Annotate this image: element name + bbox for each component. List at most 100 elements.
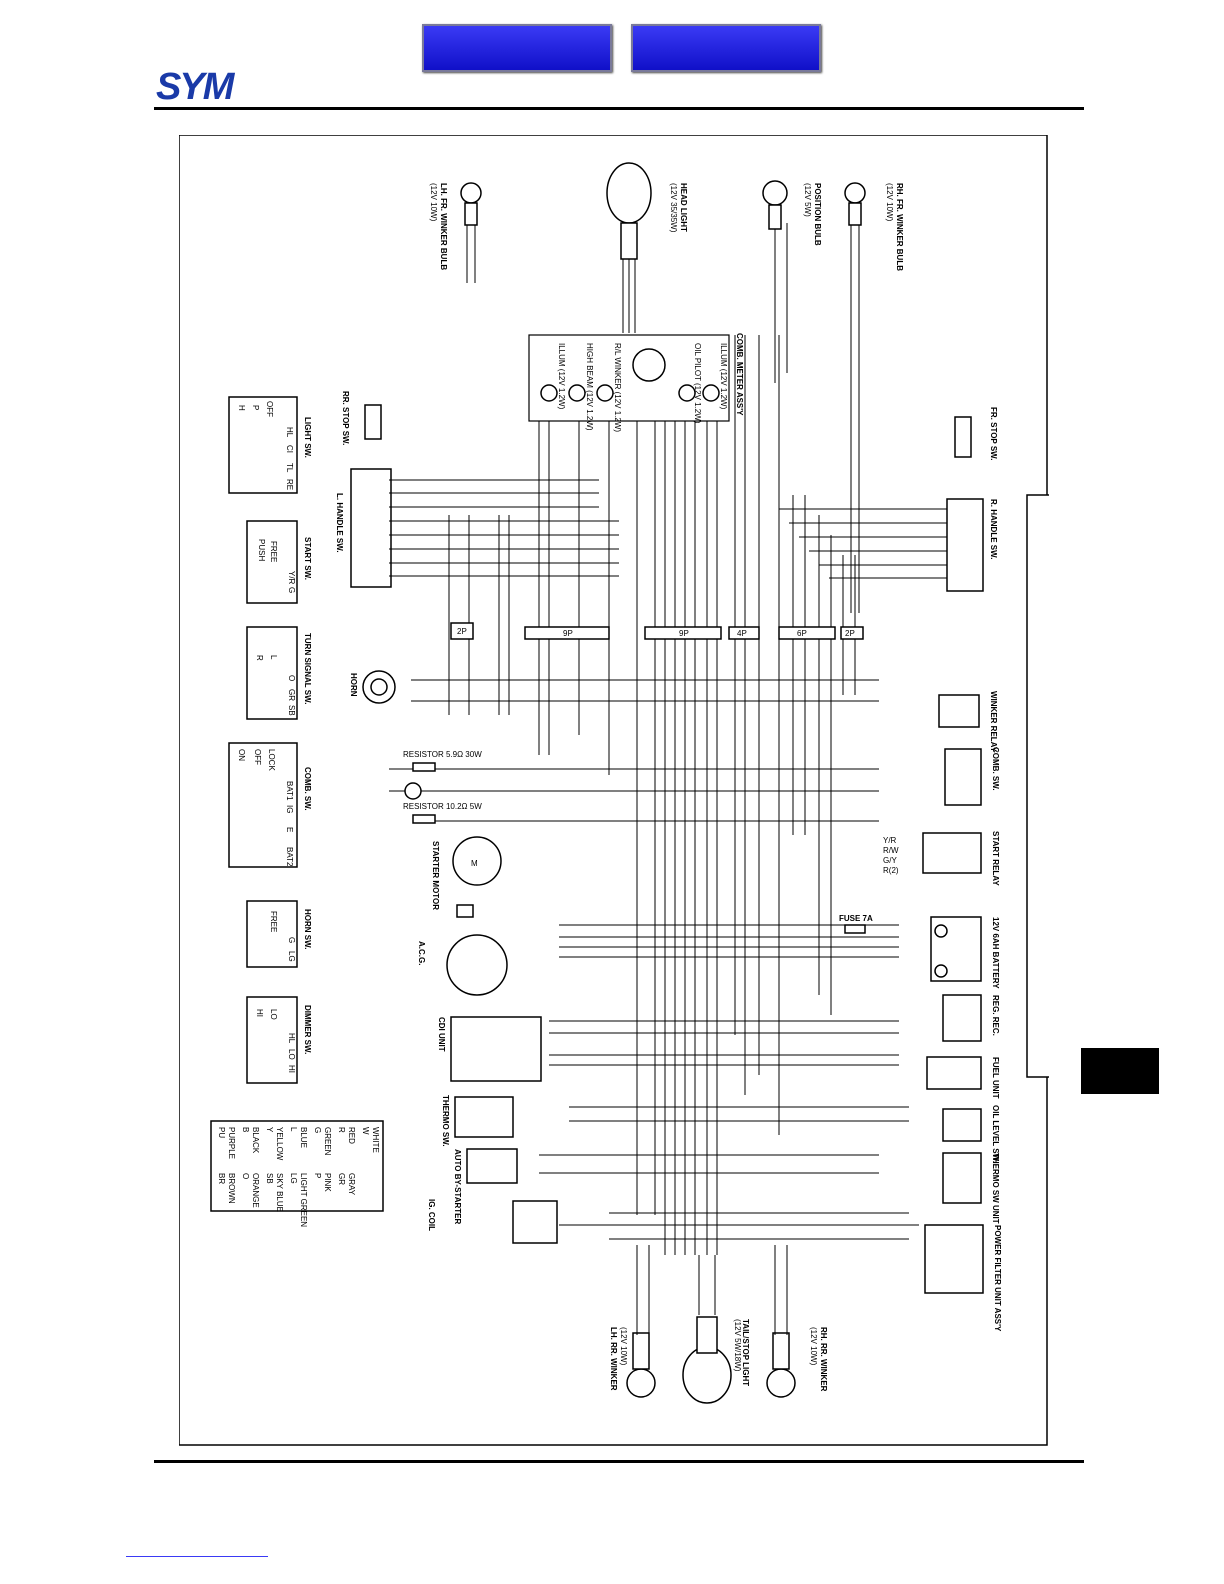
legend-code: P: [313, 1173, 322, 1178]
svg-text:Y/R: Y/R: [287, 571, 296, 585]
svg-text:COMB. SW.: COMB. SW.: [303, 767, 312, 811]
comb-meter: COMB. METER ASS'Y ILLUM (12V 1.2W) HIGH …: [528, 333, 744, 432]
side-label-box: [1026, 494, 1049, 1078]
position-bulb-spec: (12V 5W): [803, 183, 812, 217]
cdi-unit: CDI UNIT: [437, 1016, 542, 1082]
harness: [389, 335, 947, 1255]
svg-text:R: R: [255, 655, 264, 661]
turn-signal-sw-table: TURN SIGNAL SW. O GR SB L R: [246, 626, 312, 720]
svg-text:RESISTOR 5.9Ω 30W: RESISTOR 5.9Ω 30W: [403, 750, 482, 759]
svg-text:9P: 9P: [563, 629, 573, 638]
battery: 12V 6AH BATTERY: [930, 916, 1000, 989]
svg-text:RE: RE: [285, 479, 294, 490]
svg-text:HI: HI: [287, 1065, 296, 1073]
svg-text:2P: 2P: [845, 629, 855, 638]
rh-rr-winker: RH. RR. WINKER (12V 10W): [766, 1327, 828, 1398]
svg-text:START SW.: START SW.: [303, 537, 312, 580]
svg-text:G/Y: G/Y: [883, 856, 897, 865]
legend-name: PURPLE: [227, 1127, 236, 1159]
thermo-sw-unit-label: THERMO SW UNIT: [991, 1153, 1000, 1224]
head-light-spec: (12V 35/35W): [669, 183, 678, 233]
svg-text:OFF: OFF: [265, 401, 274, 417]
lh-fr-winker-label: LH. FR. WINKER BULB: [439, 183, 448, 270]
tail-stop-light-label: TAIL/STOP LIGHT: [741, 1319, 750, 1386]
acg-label: A.C.G.: [417, 941, 426, 965]
legend-code: SB: [265, 1173, 274, 1184]
comb-sw-table: COMB. SW. BAT1 IG E BAT2 LOCK OFF ON: [228, 742, 312, 868]
lh-rr-winker-label: LH. RR. WINKER: [609, 1327, 618, 1391]
svg-text:LIGHT SW.: LIGHT SW.: [303, 417, 312, 458]
svg-text:OFF: OFF: [253, 749, 262, 765]
svg-text:TL: TL: [285, 463, 294, 473]
dimmer-sw-table: DIMMER SW. HL LO HI LO HI: [246, 996, 312, 1084]
legend-code: BR: [217, 1173, 226, 1184]
legend-code: L: [289, 1127, 298, 1132]
svg-text:L: L: [269, 655, 278, 660]
fr-stop-sw-label: FR. STOP SW.: [989, 407, 998, 461]
svg-text:G: G: [287, 937, 296, 943]
legend-code: G: [313, 1127, 322, 1133]
oil-level-sw-label: OIL LEVEL SW.: [991, 1105, 1000, 1163]
legend-name: SKY BLUE: [275, 1173, 284, 1212]
thermo-sw: THERMO SW.: [441, 1095, 514, 1147]
meter-lamp-3: R/L WINKER (12V 1.2W): [613, 343, 622, 432]
legend-name: YELLOW: [275, 1127, 284, 1161]
svg-text:PUSH: PUSH: [257, 539, 266, 561]
nav-button-next[interactable]: [631, 24, 821, 72]
comb-sw-label: COMB. SW.: [991, 747, 1000, 791]
legend-code: R: [337, 1127, 346, 1133]
svg-text:6P: 6P: [797, 629, 807, 638]
lh-rr-winker-spec: (12V 10W): [619, 1327, 628, 1366]
meter-lamp-2: HIGH BEAM (12V 1.2W): [585, 343, 594, 431]
l-handle-sw-label: L. HANDLE SW.: [335, 493, 344, 553]
nav-button-prev[interactable]: [422, 24, 612, 72]
svg-text:GR: GR: [287, 689, 296, 701]
fuel-unit: FUEL UNIT: [926, 1056, 1000, 1099]
auto-bystarter-label: AUTO BY-STARTER: [453, 1149, 462, 1224]
connector-row: 2P 9P 9P 4P 6P 2P: [450, 622, 864, 640]
battery-label: 12V 6AH BATTERY: [991, 917, 1000, 989]
rr-stop-sw: RR. STOP SW.: [341, 391, 382, 445]
starter-motor-label: STARTER MOTOR: [431, 841, 440, 910]
svg-text:LG: LG: [287, 951, 296, 962]
start-relay: START RELAY Y/R R/W G/Y R(2): [883, 831, 1000, 886]
legend-code: LG: [289, 1173, 298, 1184]
footer-link[interactable]: [126, 1556, 268, 1557]
legend-code: Y: [265, 1127, 274, 1133]
svg-text:HL: HL: [285, 427, 294, 438]
winker-relay-label: WINKER RELAY: [989, 691, 998, 753]
legend-code: O: [241, 1173, 250, 1179]
sym-logo: SYM: [156, 66, 234, 108]
svg-text:4P: 4P: [737, 629, 747, 638]
cdi-unit-label: CDI UNIT: [437, 1017, 446, 1052]
svg-text:LO: LO: [269, 1009, 278, 1020]
svg-text:FREE: FREE: [269, 911, 278, 932]
legend-code: GR: [337, 1173, 346, 1185]
fuse: FUSE 7A: [839, 914, 873, 934]
rr-stop-sw-label: RR. STOP SW.: [341, 391, 350, 445]
power-filter-label: POWER FILTER UNIT ASS'Y: [993, 1225, 1002, 1332]
tail-stop-light: TAIL/STOP LIGHT (12V 5W/18W): [682, 1316, 750, 1404]
reg-rec-label: REG. REC.: [991, 995, 1000, 1036]
legend-name: ORANGE: [251, 1173, 260, 1208]
rh-fr-winker: RH. FR. WINKER BULB (12V 10W): [844, 182, 904, 613]
header-rule: [154, 107, 1084, 110]
thermo-sw-label: THERMO SW.: [441, 1095, 450, 1147]
light-sw-table: LIGHT SW. HL CI TL RE OFF P H: [228, 396, 312, 494]
legend-code: PU: [217, 1127, 226, 1138]
starter-motor: M STARTER MOTOR: [431, 836, 502, 910]
lh-fr-winker: LH. FR. WINKER BULB (12V 10W): [429, 182, 482, 283]
svg-text:H: H: [237, 405, 246, 411]
svg-text:G: G: [287, 587, 296, 593]
